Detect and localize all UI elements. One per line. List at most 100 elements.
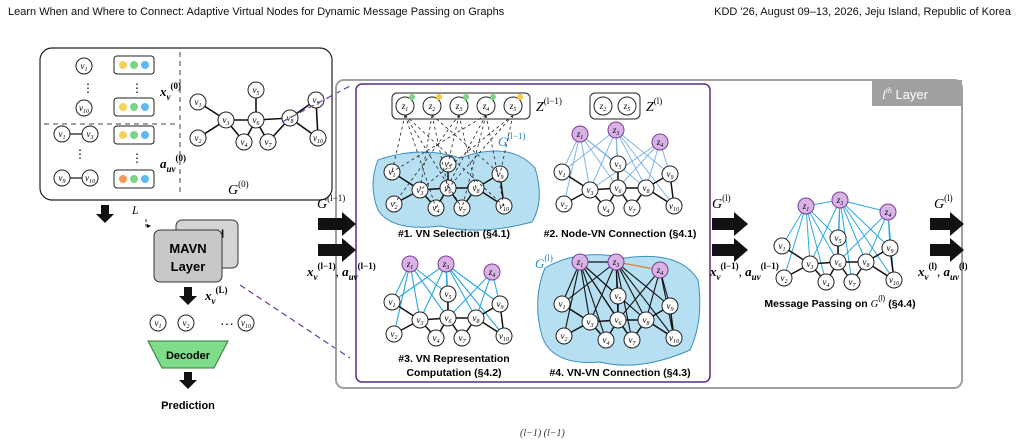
node-v3: v3 — [411, 181, 429, 199]
selection-dash — [458, 114, 477, 189]
layer-box[interactable] — [153, 229, 223, 283]
step1-label: #1. VN Selection (§4.1) — [398, 228, 510, 240]
L-label: L — [131, 203, 139, 217]
svg-text:v10: v10 — [241, 318, 251, 330]
node-v9: v9 — [491, 295, 509, 313]
node-v5: v5 — [829, 229, 847, 247]
zoom-line-bottom — [239, 284, 351, 359]
svg-text:v6: v6 — [615, 183, 622, 195]
svg-text:v5: v5 — [835, 233, 842, 245]
svg-text:z4: z4 — [656, 265, 664, 277]
arrow-down-3 — [179, 372, 197, 389]
svg-text:v9: v9 — [667, 301, 674, 313]
node-v6: v6 — [829, 253, 847, 271]
selection-dash — [499, 114, 514, 175]
svg-text:z5: z5 — [509, 101, 517, 113]
feature-dot — [119, 131, 127, 139]
z-selection-dot — [409, 94, 415, 100]
decoder-shape[interactable] — [147, 340, 229, 369]
svg-text:z2: z2 — [428, 101, 436, 113]
arrow-down-2 — [179, 287, 197, 305]
node-v10: v10 — [885, 271, 903, 289]
node-v6: v6 — [439, 309, 457, 327]
selection-dash — [404, 114, 463, 209]
arrow-in-1 — [318, 212, 356, 236]
edge-pair2-b: v10 — [81, 169, 99, 187]
svg-text:v10: v10 — [889, 275, 899, 287]
svg-text:v5: v5 — [445, 159, 452, 171]
layer-tag — [872, 80, 962, 106]
edge-pair1-b: v3 — [81, 125, 99, 143]
out-xa-label: xv(l), auv(l) — [917, 261, 968, 282]
input-xa-label: xv(l−1), auv(l−1) — [306, 261, 376, 282]
feature-dot — [130, 131, 138, 139]
svg-text:v3: v3 — [587, 185, 594, 197]
vn-z1: z1 — [571, 253, 589, 271]
node-v4: v4 — [597, 199, 615, 217]
svg-text:v8: v8 — [643, 183, 650, 195]
svg-text:v1: v1 — [195, 97, 202, 109]
node-v3: v3 — [581, 313, 599, 331]
z-curr-label: Z(l) — [646, 96, 662, 115]
svg-text:v3: v3 — [223, 115, 230, 127]
feature-dot — [130, 175, 138, 183]
node-v3: v3 — [411, 311, 429, 329]
node-v10: v10 — [495, 327, 513, 345]
svg-text:v2: v2 — [561, 331, 568, 343]
svg-text:v2: v2 — [561, 199, 568, 211]
vn-z4: z4 — [483, 263, 501, 281]
prediction-label: Prediction — [161, 400, 215, 412]
z-prev-z4: z4 — [476, 96, 496, 116]
node-v1: v1 — [553, 295, 571, 313]
svg-text:v9: v9 — [667, 169, 674, 181]
node-v10: v10 — [237, 314, 255, 332]
svg-text:v4: v4 — [823, 277, 830, 289]
node-v6: v6 — [247, 111, 265, 129]
node-v5: v5 — [439, 285, 457, 303]
svg-text:v3: v3 — [87, 129, 94, 141]
svg-text:z5: z5 — [623, 101, 631, 113]
output-dots: ··· — [220, 315, 234, 331]
svg-text:z4: z4 — [884, 207, 892, 219]
layer-tag-text: lth Layer — [882, 86, 929, 102]
selection-dash — [419, 114, 514, 191]
input-dots-4: ⋮ — [131, 151, 143, 165]
node-v6: v6 — [609, 179, 627, 197]
z-selection-dot — [517, 94, 523, 100]
node-v2: v2 — [177, 314, 195, 332]
node-v9: v9 — [661, 165, 679, 183]
vn-frame — [355, 83, 711, 383]
node-v9: v9 — [661, 297, 679, 315]
node-feature-label: xv(0) — [159, 81, 181, 102]
selection-dash — [404, 114, 505, 207]
input-G-label: G(l−1) — [317, 193, 345, 212]
feature-dot — [141, 175, 149, 183]
decoder-label: Decoder — [166, 350, 211, 362]
node-v1: v1 — [383, 293, 401, 311]
svg-text:v5: v5 — [445, 289, 452, 301]
svg-text:v8: v8 — [473, 313, 480, 325]
edge-feature-label: auv(0) — [160, 153, 186, 174]
svg-text:v8: v8 — [287, 113, 294, 125]
node-v2: v2 — [555, 327, 573, 345]
node-v2: v2 — [189, 129, 207, 147]
svg-text:v4: v4 — [603, 203, 610, 215]
step2-label: #2. Node-VN Connection (§4.1) — [544, 228, 697, 240]
node-v4: v4 — [235, 133, 253, 151]
layer-panel — [335, 79, 963, 389]
node-v9: v9 — [881, 239, 899, 257]
node-v1: v1 — [553, 163, 571, 181]
vn-z1: z1 — [401, 255, 419, 273]
svg-text:v5: v5 — [615, 291, 622, 303]
feature-dot — [119, 61, 127, 69]
svg-text:z1: z1 — [802, 201, 810, 213]
vn-z3: z3 — [607, 253, 625, 271]
vn-z3: z3 — [607, 121, 625, 139]
input-dots-2: ⋮ — [131, 81, 143, 95]
vn-z4: z4 — [651, 261, 669, 279]
